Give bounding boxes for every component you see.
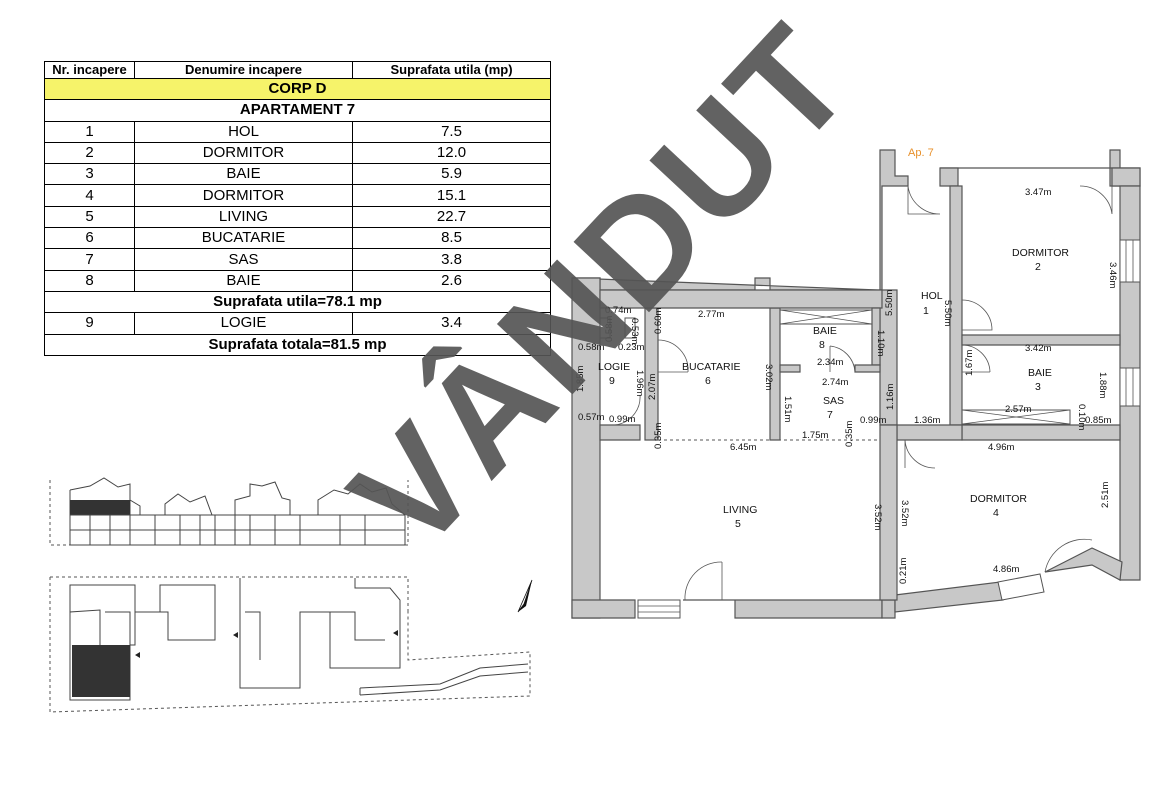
dim-label: 0.58m <box>604 316 615 342</box>
row-area: 3.8 <box>352 248 551 271</box>
floor-plan: HOL 1 DORMITOR 2 BAIE 3 DORMITOR 4 LIVIN… <box>571 147 1141 619</box>
dim-label: 6.45m <box>730 442 756 453</box>
room-logie-nr: 9 <box>609 375 615 387</box>
dim-label: 0.74m <box>605 305 631 316</box>
room-bucatarie-name: BUCATARIE <box>682 361 741 373</box>
row-name: LIVING <box>134 205 353 229</box>
utila-total: Suprafata utila=78.1 mp <box>44 290 551 314</box>
dim-label: 1.16m <box>885 384 896 410</box>
room-hol-nr: 1 <box>923 305 929 317</box>
apartment-label: Ap. 7 <box>908 147 934 159</box>
dim-label: 0.60m <box>653 308 664 334</box>
dim-label: 5.50m <box>942 300 953 326</box>
dim-label: 2.34m <box>817 357 843 368</box>
room-dormitor2-name: DORMITOR <box>1012 247 1069 259</box>
dim-label: 1.75m <box>802 430 828 441</box>
room-area-table: Nr. incapere Denumire incapere Suprafata… <box>44 61 551 356</box>
room-living-name: LIVING <box>723 504 757 516</box>
dim-label: 3.52m <box>899 500 910 526</box>
dim-label: 1.51m <box>782 396 793 422</box>
table-row: 6 BUCATARIE 8.5 <box>44 227 551 250</box>
dim-label: 2.77m <box>698 309 724 320</box>
dim-label: 5.50m <box>884 290 895 316</box>
totala-row: Suprafata totala=81.5 mp <box>44 333 551 356</box>
row-area: 3.4 <box>352 312 551 335</box>
row-name: BAIE <box>134 269 353 292</box>
utila-total-row: Suprafata utila=78.1 mp <box>44 290 551 314</box>
dim-label: 3.52m <box>872 504 883 530</box>
room-dormitor2-nr: 2 <box>1035 261 1041 273</box>
dim-label: 0.85m <box>1085 415 1111 426</box>
dim-label: 2.57m <box>1005 404 1031 415</box>
row-name: DORMITOR <box>134 141 353 165</box>
north-arrow-icon <box>517 579 533 613</box>
dim-label: 0.35m <box>844 421 855 447</box>
dim-label: 0.57m <box>578 412 604 423</box>
dim-label: 0.99m <box>609 414 635 425</box>
dim-label: 4.96m <box>988 442 1014 453</box>
dim-label: 1.85m <box>575 366 586 392</box>
row-area: 22.7 <box>352 205 551 229</box>
table-row: 5 LIVING 22.7 <box>44 205 551 229</box>
room-baie3-nr: 3 <box>1035 381 1041 393</box>
room-bucatarie-nr: 6 <box>705 375 711 387</box>
dim-label: 4.86m <box>993 564 1019 575</box>
room-sas-nr: 7 <box>827 409 833 421</box>
dim-label: 0.21m <box>898 558 909 584</box>
dim-label: 1.88m <box>1097 372 1108 398</box>
room-living-nr: 5 <box>735 518 741 530</box>
row-name: DORMITOR <box>134 184 353 207</box>
table-row: 3 BAIE 5.9 <box>44 163 551 186</box>
table-row: 2 DORMITOR 12.0 <box>44 141 551 165</box>
dim-label: 0.58m <box>578 342 604 353</box>
dim-label: 2.74m <box>822 377 848 388</box>
dim-label: 2.51m <box>1100 482 1111 508</box>
dim-label: 3.02m <box>763 364 774 390</box>
room-baie8-nr: 8 <box>819 339 825 351</box>
dim-label: 1.10m <box>875 330 886 356</box>
dim-label: 1.96m <box>634 370 645 396</box>
dim-label: 3.46m <box>1107 262 1118 288</box>
room-baie8-name: BAIE <box>813 325 837 337</box>
room-hol-name: HOL <box>921 290 943 302</box>
dim-label: 3.42m <box>1025 343 1051 354</box>
dim-label: 2.07m <box>647 374 658 400</box>
row-name: LOGIE <box>134 312 353 335</box>
row-name: SAS <box>134 248 353 271</box>
building-elevation <box>49 477 409 546</box>
totala-total: Suprafata totala=81.5 mp <box>44 333 551 356</box>
table-row: 7 SAS 3.8 <box>44 248 551 271</box>
highlighted-unit-site <box>72 645 130 697</box>
dim-label: 0.23m <box>618 342 644 353</box>
table-row: 1 HOL 7.5 <box>44 120 551 143</box>
dim-label: 0.53m <box>629 318 640 344</box>
dim-label: 0.35m <box>653 423 664 449</box>
room-sas-name: SAS <box>823 395 844 407</box>
room-baie3-name: BAIE <box>1028 367 1052 379</box>
room-dormitor4-nr: 4 <box>993 507 999 519</box>
dim-label: 3.47m <box>1025 187 1051 198</box>
table-row: 4 DORMITOR 15.1 <box>44 184 551 207</box>
room-dormitor4-name: DORMITOR <box>970 493 1027 505</box>
highlighted-unit-elevation <box>70 500 130 515</box>
row-name: BUCATARIE <box>134 227 353 250</box>
dim-label: 0.99m <box>860 415 886 426</box>
dim-label: 1.67m <box>964 350 975 376</box>
site-plan <box>49 576 531 713</box>
dim-label: 1.36m <box>914 415 940 426</box>
dim-label: 0.10m <box>1076 404 1087 430</box>
room-logie-name: LOGIE <box>598 361 630 373</box>
table-row: 9 LOGIE 3.4 <box>44 312 551 335</box>
